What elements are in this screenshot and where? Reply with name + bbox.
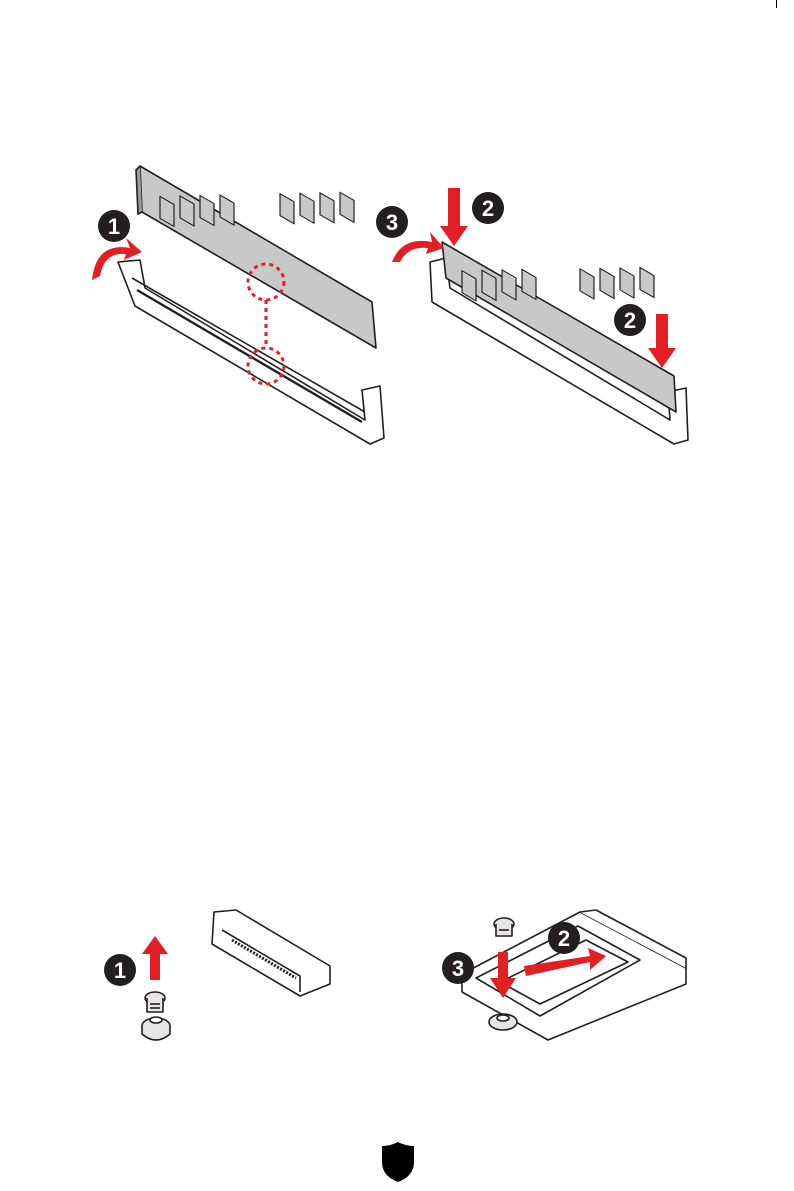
svg-text:2: 2 — [624, 308, 636, 333]
crop-mark — [776, 0, 777, 8]
svg-text:3: 3 — [452, 956, 464, 981]
step-badge-2-top: 2 — [472, 192, 504, 224]
m2-step-badge-2: 2 — [548, 922, 580, 954]
m2-left-panel — [142, 910, 330, 1040]
m2-step-badge-3: 3 — [442, 952, 474, 984]
ram-left-panel — [92, 166, 384, 444]
svg-text:1: 1 — [108, 214, 120, 239]
remove-screw-arrow — [142, 936, 168, 980]
m2-install-diagram: 1 2 3 — [0, 900, 794, 1060]
m2-slot — [212, 910, 330, 996]
screw-right — [494, 918, 514, 936]
step-badge-1: 1 — [98, 210, 130, 242]
close-latch-arrow — [392, 232, 444, 262]
standoff-screw-left — [142, 992, 170, 1040]
shield-logo-icon — [380, 1140, 416, 1184]
step-badge-3: 3 — [376, 206, 408, 238]
svg-text:2: 2 — [482, 196, 494, 221]
m2-step-badge-1: 1 — [104, 954, 136, 986]
svg-text:3: 3 — [386, 210, 398, 235]
ram-install-diagram: 1 3 2 2 — [0, 150, 794, 460]
svg-text:1: 1 — [114, 958, 126, 983]
step-badge-2-bottom: 2 — [614, 304, 646, 336]
svg-text:2: 2 — [558, 926, 570, 951]
